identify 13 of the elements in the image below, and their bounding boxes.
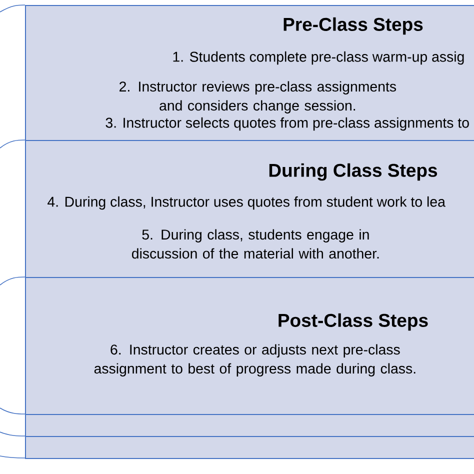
panel-heading: During Class Steps bbox=[269, 163, 438, 181]
empty-band bbox=[25, 436, 474, 459]
panel-heading: Post-Class Steps bbox=[278, 313, 428, 331]
empty-band bbox=[25, 414, 474, 437]
step-text: 5. During class, students engage in discussion of the material with another. bbox=[132, 229, 379, 259]
step-text: 4. During class, Instructor uses quotes from student work to lea bbox=[48, 196, 446, 210]
step-text: 6. Instructor creates or adjusts next pre-class assignment to best of progress made during class. bbox=[94, 344, 416, 376]
step-text: 1. Students complete pre-class warm-up assig bbox=[173, 51, 464, 65]
step-panel bbox=[25, 140, 474, 278]
step-text: 2. Instructor reviews pre-class assignments and considers change session. bbox=[120, 81, 396, 114]
step-panel bbox=[25, 5, 474, 141]
step-text: 3. Instructor selects quotes from pre-class assignments to bbox=[106, 117, 469, 131]
panel-heading: Pre-Class Steps bbox=[284, 17, 423, 35]
